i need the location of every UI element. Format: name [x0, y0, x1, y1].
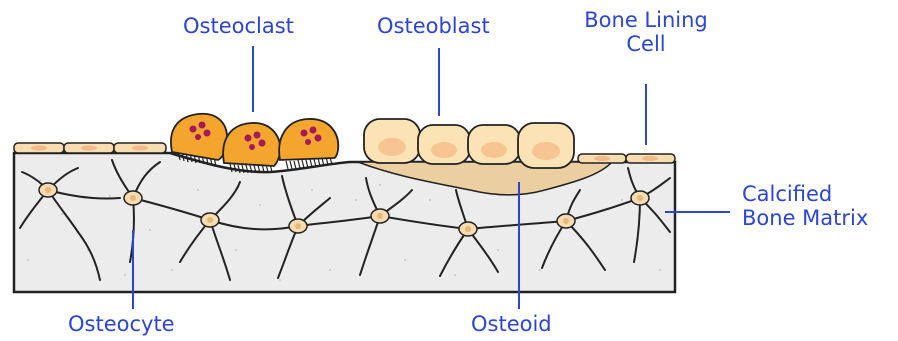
osteoblast-cell — [418, 125, 470, 164]
osteocyte-cell — [289, 219, 307, 233]
osteocyte-cell — [631, 191, 649, 205]
osteoblast-cell — [364, 119, 420, 163]
osteoblasts — [364, 119, 574, 168]
osteoblast-cell — [518, 123, 574, 168]
bone-lining-cells-right — [578, 154, 675, 163]
osteoclast-label: Osteoclast — [183, 14, 294, 38]
calcified-bone-matrix-label-line1: Calcified — [742, 182, 868, 206]
osteocyte-cell — [557, 214, 575, 228]
osteoblast-label: Osteoblast — [377, 14, 490, 38]
bone-lining-cell-label-line2: Cell — [566, 32, 726, 56]
osteoid-label: Osteoid — [471, 312, 552, 336]
osteocyte-cell — [39, 183, 57, 197]
osteocyte-cell — [201, 213, 219, 227]
osteocyte-cell — [371, 209, 389, 223]
calcified-bone-matrix-label: Calcified Bone Matrix — [742, 182, 868, 230]
osteocyte-label: Osteocyte — [68, 312, 175, 336]
osteocyte-cell — [459, 222, 477, 236]
osteocyte-cell — [124, 191, 142, 205]
bone-lining-cells-left — [14, 143, 166, 153]
calcified-bone-matrix-label-line2: Bone Matrix — [742, 206, 868, 230]
bone-lining-cell-label-line1: Bone Lining — [566, 8, 726, 32]
bone-lining-cell-label: Bone Lining Cell — [566, 8, 726, 56]
osteoblast-cell — [468, 125, 520, 164]
